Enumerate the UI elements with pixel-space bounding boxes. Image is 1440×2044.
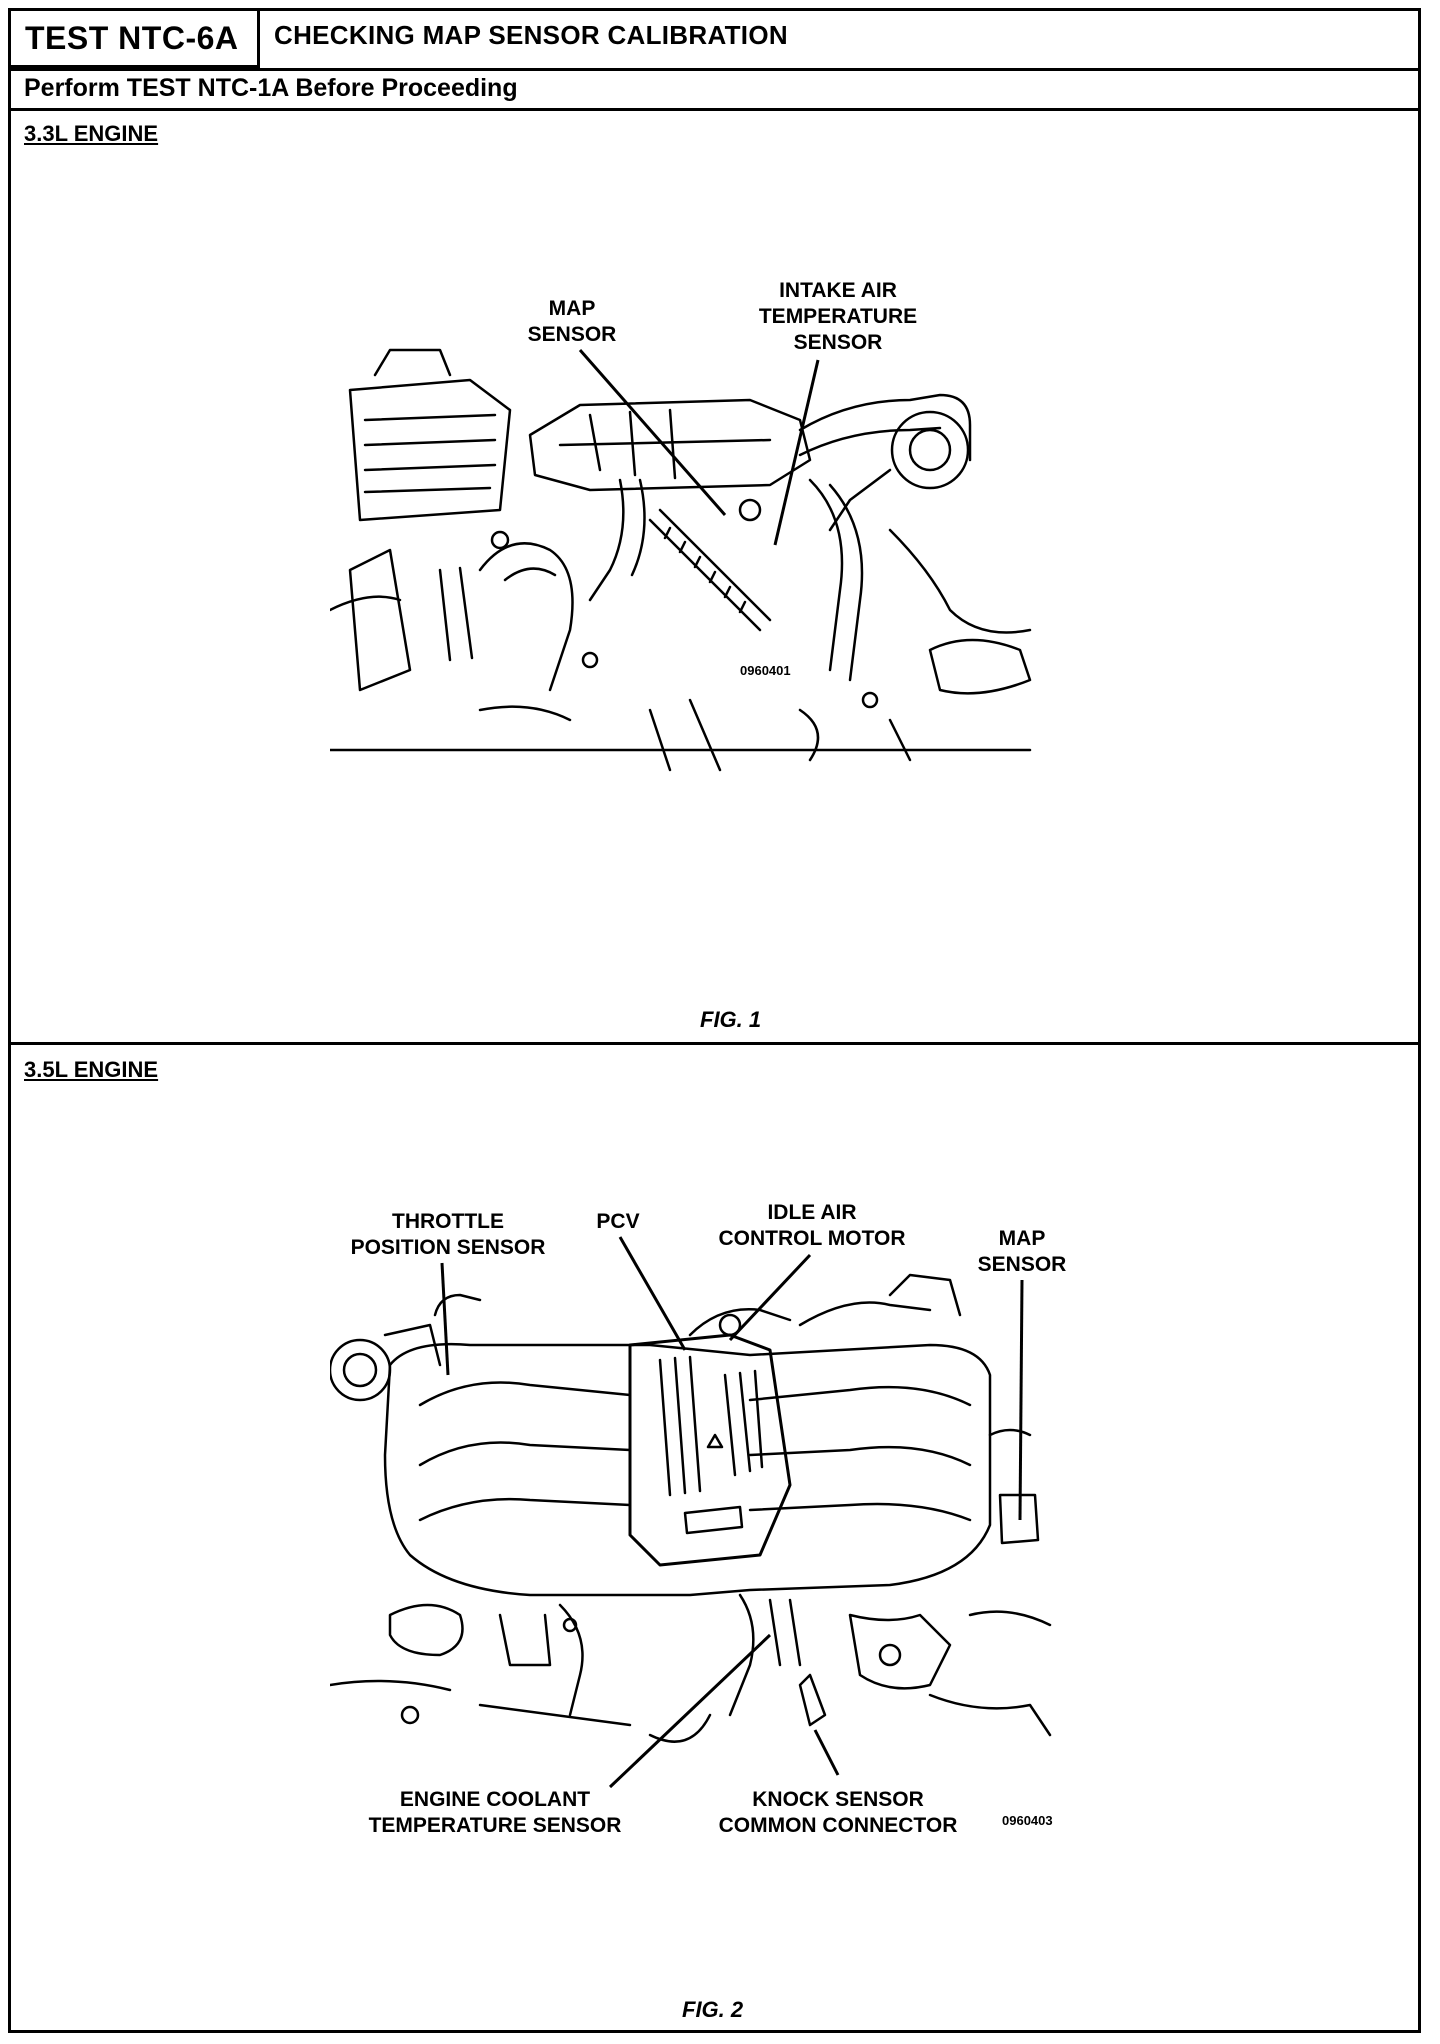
leader-knock	[813, 1729, 840, 1776]
callout-pcv: PCV	[596, 1210, 639, 1233]
callout-tps-l2: POSITION SENSOR	[351, 1236, 546, 1259]
callout-ect-l1: ENGINE COOLANT	[400, 1788, 590, 1811]
leader-pcv	[618, 1236, 687, 1351]
callout-map-l1: MAP	[999, 1227, 1046, 1250]
engine-illustration-3-5l: THROTTLE POSITION SENSOR PCV IDLE AIR CO…	[330, 1201, 1067, 1837]
header-divider	[8, 68, 1421, 71]
section-label-3-5l: 3.5L ENGINE	[24, 1057, 159, 1082]
callout-tps-l1: THROTTLE	[392, 1210, 504, 1233]
figure-caption-1: FIG. 1	[700, 1007, 762, 1032]
art-code-fig1: 0960401	[740, 663, 791, 678]
engine-line-art-3-5l	[330, 1273, 1052, 1743]
callout-map-sensor-l2: SENSOR	[528, 323, 617, 346]
engine-line-art-3-3l	[330, 348, 1032, 772]
test-title: CHECKING MAP SENSOR CALIBRATION	[274, 20, 788, 50]
callout-map-sensor-l1: MAP	[549, 297, 596, 320]
callout-ect-l2: TEMPERATURE SENSOR	[369, 1814, 622, 1837]
callout-iat-sensor-l2: TEMPERATURE	[759, 305, 917, 328]
leader-ect	[608, 1633, 772, 1789]
callout-iac-l2: CONTROL MOTOR	[718, 1227, 905, 1250]
callout-iac-l1: IDLE AIR	[767, 1201, 856, 1224]
callout-iat-sensor-l3: SENSOR	[794, 331, 883, 354]
test-id: TEST NTC-6A	[25, 19, 239, 56]
figure-caption-2: FIG. 2	[682, 1997, 744, 2022]
section-label-3-3l: 3.3L ENGINE	[24, 121, 159, 146]
prerequisite-note: Perform TEST NTC-1A Before Proceeding	[24, 74, 518, 102]
callout-knock-l1: KNOCK SENSOR	[752, 1788, 924, 1811]
prerequisite-divider	[8, 108, 1421, 111]
callout-iat-sensor-l1: INTAKE AIR	[779, 279, 897, 302]
leader-tps	[440, 1262, 450, 1376]
leader-map	[1018, 1279, 1024, 1521]
figure-divider	[8, 1042, 1421, 1045]
test-id-box: TEST NTC-6A	[8, 8, 260, 68]
leader-iac	[728, 1253, 812, 1342]
leader-iat-sensor	[773, 359, 820, 546]
callout-knock-l2: COMMON CONNECTOR	[719, 1814, 958, 1837]
callout-map-l2: SENSOR	[978, 1253, 1067, 1276]
art-code-fig2: 0960403	[1002, 1813, 1053, 1828]
engine-illustration-3-3l: MAP SENSOR INTAKE AIR TEMPERATURE SENSOR	[330, 279, 1032, 772]
page-frame	[8, 8, 1421, 2033]
